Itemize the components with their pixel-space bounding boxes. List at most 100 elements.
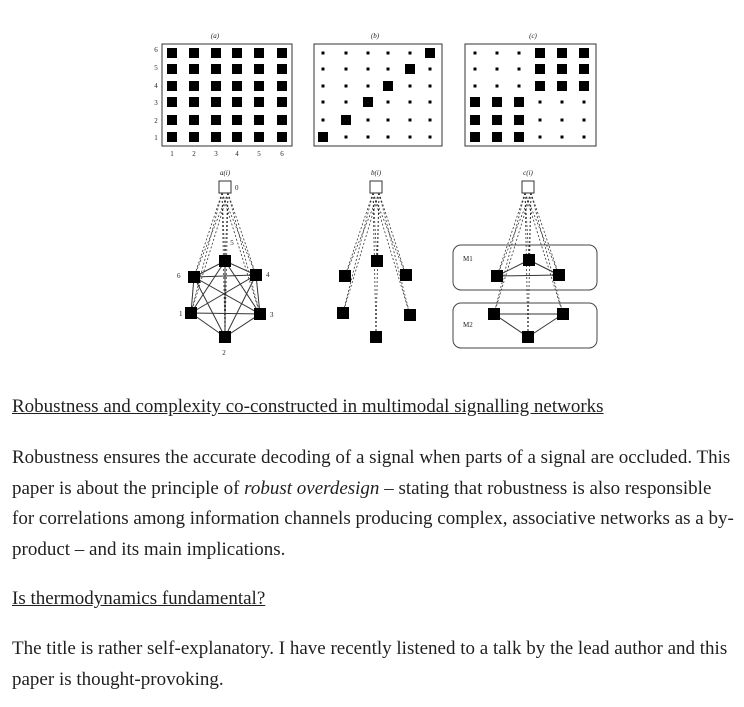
network-edge-dashed <box>344 192 374 277</box>
matrix-cell-filled <box>514 115 524 125</box>
matrix-cell-empty <box>344 100 348 104</box>
network-root-node <box>521 180 535 194</box>
matrix-cell-empty <box>321 118 325 122</box>
matrix-cell-filled <box>341 115 351 125</box>
network-node <box>371 255 383 267</box>
network-edge-dashed <box>190 192 229 314</box>
matrix-cell-filled <box>254 132 264 142</box>
matrix-a-frame <box>161 43 293 147</box>
matrix-cell-empty <box>495 84 499 88</box>
matrix-cell-filled <box>383 81 393 91</box>
matrix-cell-empty <box>386 67 390 71</box>
network-node <box>188 271 200 283</box>
network-node <box>254 308 266 320</box>
network-label-c: c(i) <box>523 169 533 177</box>
x-tick-4: 4 <box>235 150 239 158</box>
network-node <box>185 307 197 319</box>
matrix-cell-filled <box>557 48 567 58</box>
network-edge-dashed <box>372 192 411 316</box>
network-edge-dashed <box>372 192 407 276</box>
matrix-cell-filled <box>232 64 242 74</box>
matrix-cell-filled <box>232 132 242 142</box>
matrix-cell-filled <box>405 64 415 74</box>
y-tick-3: 3 <box>154 99 158 107</box>
network-root-node <box>369 180 383 194</box>
matrix-cell-empty <box>582 118 586 122</box>
module-m2-label: M2 <box>463 321 473 329</box>
network-node <box>488 308 500 320</box>
matrix-cell-empty <box>473 67 477 71</box>
matrix-cell-filled <box>167 64 177 74</box>
network-node <box>523 254 535 266</box>
matrix-cell-empty <box>386 51 390 55</box>
matrix-cell-filled <box>211 97 221 107</box>
matrix-cell-filled <box>535 81 545 91</box>
matrix-cell-filled <box>277 81 287 91</box>
matrix-cell-empty <box>408 135 412 139</box>
matrix-cell-empty <box>366 135 370 139</box>
matrix-cell-empty <box>408 118 412 122</box>
matrix-cell-empty <box>428 100 432 104</box>
matrix-cell-filled <box>211 48 221 58</box>
matrix-cell-filled <box>254 48 264 58</box>
network-edge-dashed <box>493 192 532 315</box>
matrix-cell-filled <box>470 132 480 142</box>
matrix-cell-filled <box>211 132 221 142</box>
matrix-cell-filled <box>232 115 242 125</box>
matrix-cell-empty <box>473 84 477 88</box>
network-root-node <box>218 180 232 194</box>
module-m1-box <box>452 244 598 291</box>
article-title-thermodynamics[interactable]: Is thermodynamics fundamental? <box>12 588 266 609</box>
matrix-cell-filled <box>579 48 589 58</box>
x-tick-5: 5 <box>257 150 261 158</box>
network-node <box>219 255 231 267</box>
network-node <box>250 269 262 281</box>
network-edge-dashed <box>524 192 564 315</box>
matrix-cell-empty <box>582 135 586 139</box>
network-edge-dashed <box>342 192 374 314</box>
matrix-cell-empty <box>321 51 325 55</box>
article-title-robustness[interactable]: Robustness and complexity co-constructed… <box>12 396 604 417</box>
matrix-cell-empty <box>408 51 412 55</box>
matrix-cell-filled <box>470 115 480 125</box>
network-edge-dashed <box>221 192 261 315</box>
node-label-6: 6 <box>177 272 181 280</box>
matrix-cell-empty <box>560 118 564 122</box>
matrix-cell-filled <box>579 64 589 74</box>
paper-figure: (a) (b) (c) 6 5 4 3 2 1 1 2 3 4 5 6 a(i)… <box>154 32 598 357</box>
network-edge <box>193 276 226 338</box>
matrix-cell-filled <box>492 115 502 125</box>
network-edge-dashed <box>193 192 229 278</box>
matrix-cell-filled <box>557 81 567 91</box>
matrix-cell-filled <box>211 81 221 91</box>
network-edge-dashed <box>342 192 380 314</box>
matrix-cell-empty <box>344 84 348 88</box>
x-tick-3: 3 <box>214 150 218 158</box>
panel-label-a: (a) <box>211 32 220 40</box>
matrix-cell-empty <box>538 118 542 122</box>
matrix-cell-empty <box>366 67 370 71</box>
matrix-cell-empty <box>408 84 412 88</box>
y-tick-6: 6 <box>154 46 158 54</box>
network-edge-dashed <box>344 192 380 277</box>
network-node <box>553 269 565 281</box>
matrix-cell-filled <box>232 48 242 58</box>
matrix-cell-empty <box>386 118 390 122</box>
matrix-cell-filled <box>167 132 177 142</box>
body-text-emphasis: robust overdesign <box>244 477 380 499</box>
matrix-cell-empty <box>344 67 348 71</box>
network-edge-dashed <box>530 192 560 276</box>
matrix-cell-empty <box>538 100 542 104</box>
network-edge-dashed <box>524 192 560 276</box>
network-edge-dashed <box>221 192 226 262</box>
matrix-cell-filled <box>363 97 373 107</box>
matrix-cell-empty <box>517 84 521 88</box>
y-tick-1: 1 <box>154 134 158 142</box>
network-edge-dashed <box>530 192 564 315</box>
network-node <box>400 269 412 281</box>
network-edge <box>190 274 257 314</box>
body-text-start: Robustness ensures the accurate decoding… <box>12 447 731 499</box>
matrix-cell-empty <box>582 100 586 104</box>
matrix-cell-empty <box>538 135 542 139</box>
network-edge-dashed <box>221 192 257 276</box>
